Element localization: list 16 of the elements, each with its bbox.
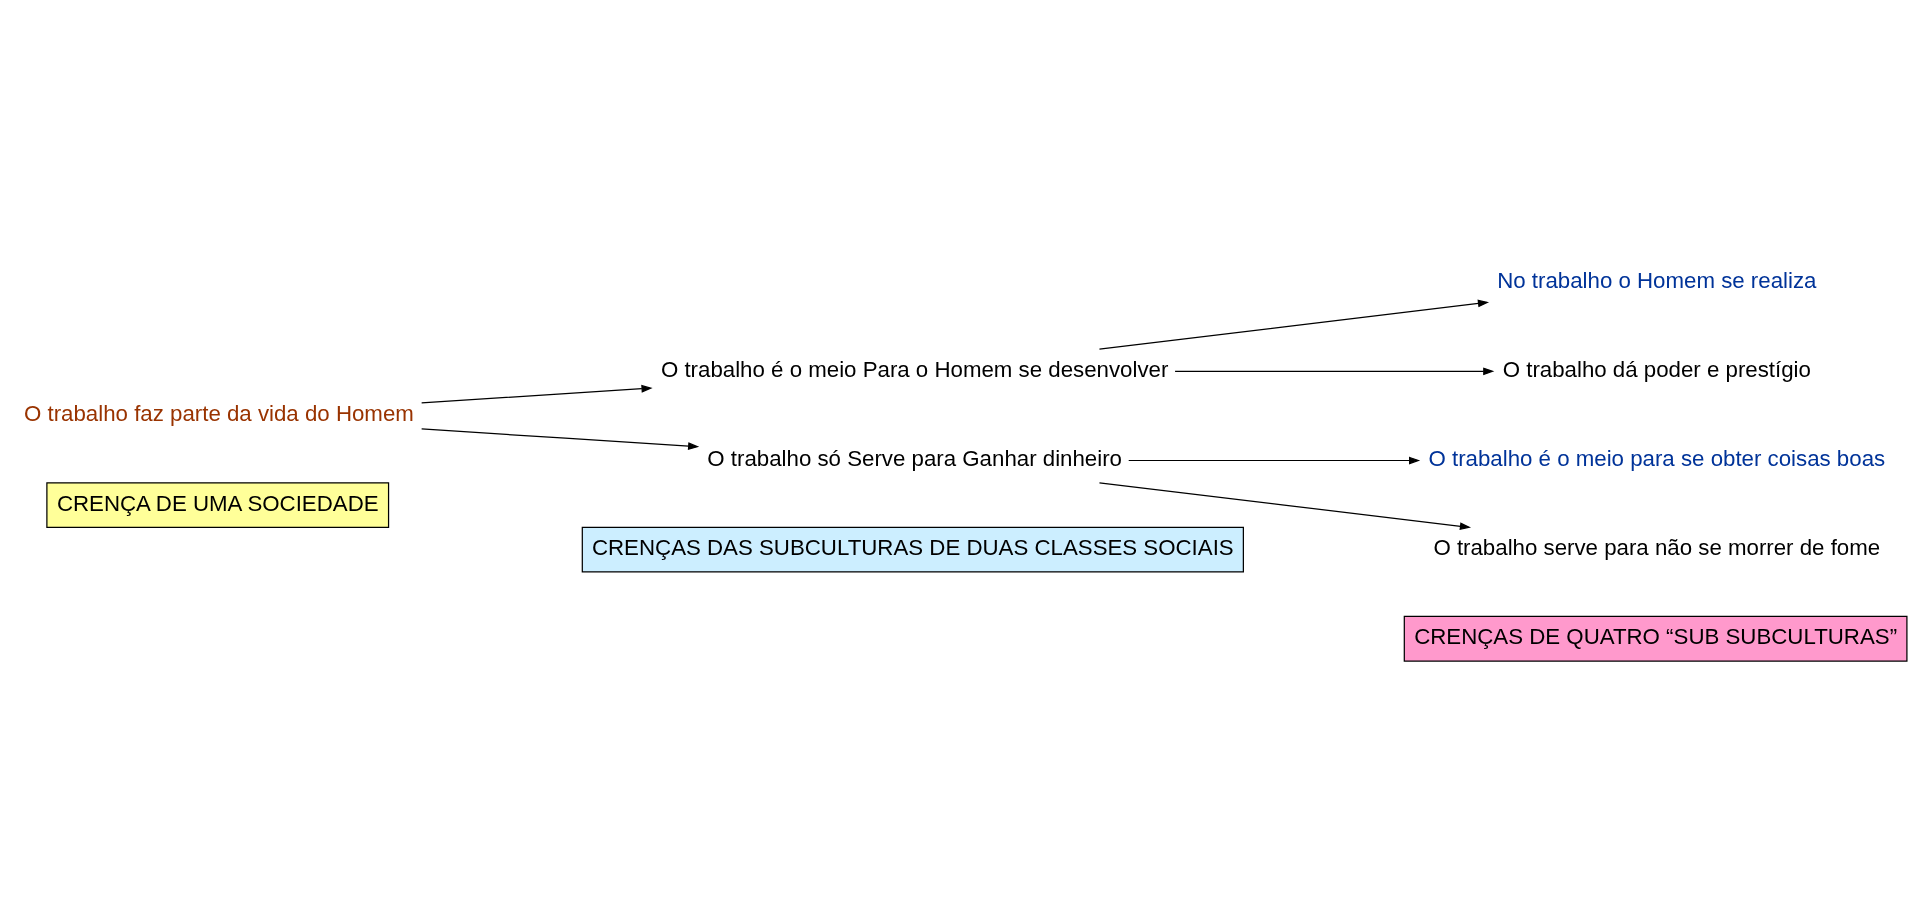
node-text: No trabalho o Homem se realiza bbox=[1497, 267, 1817, 293]
arrow bbox=[1098, 299, 1490, 350]
node-text: O trabalho serve para não se morrer de fome bbox=[1433, 534, 1881, 560]
node-text: O trabalho dá poder e prestígio bbox=[1502, 356, 1811, 382]
node-box: CRENÇA DE UMA SOCIEDADE bbox=[46, 481, 390, 528]
node-box: CRENÇAS DAS SUBCULTURAS DE DUAS CLASSES SOCIAIS bbox=[581, 526, 1244, 573]
node-text: O trabalho é o meio Para o Homem se desenvolver bbox=[660, 356, 1169, 382]
node-text: O trabalho é o meio para se obter coisas boas bbox=[1428, 445, 1886, 471]
node-text: O trabalho faz parte da vida do Homem bbox=[23, 400, 414, 426]
arrow bbox=[1174, 366, 1495, 375]
arrow bbox=[421, 427, 700, 450]
arrow bbox=[1098, 481, 1472, 530]
arrow bbox=[421, 384, 653, 403]
node-box: CRENÇAS DE QUATRO “SUB SUBCULTURAS” bbox=[1403, 615, 1908, 662]
arrow bbox=[1128, 456, 1421, 464]
node-text: O trabalho só Serve para Ganhar dinheiro bbox=[707, 445, 1122, 471]
